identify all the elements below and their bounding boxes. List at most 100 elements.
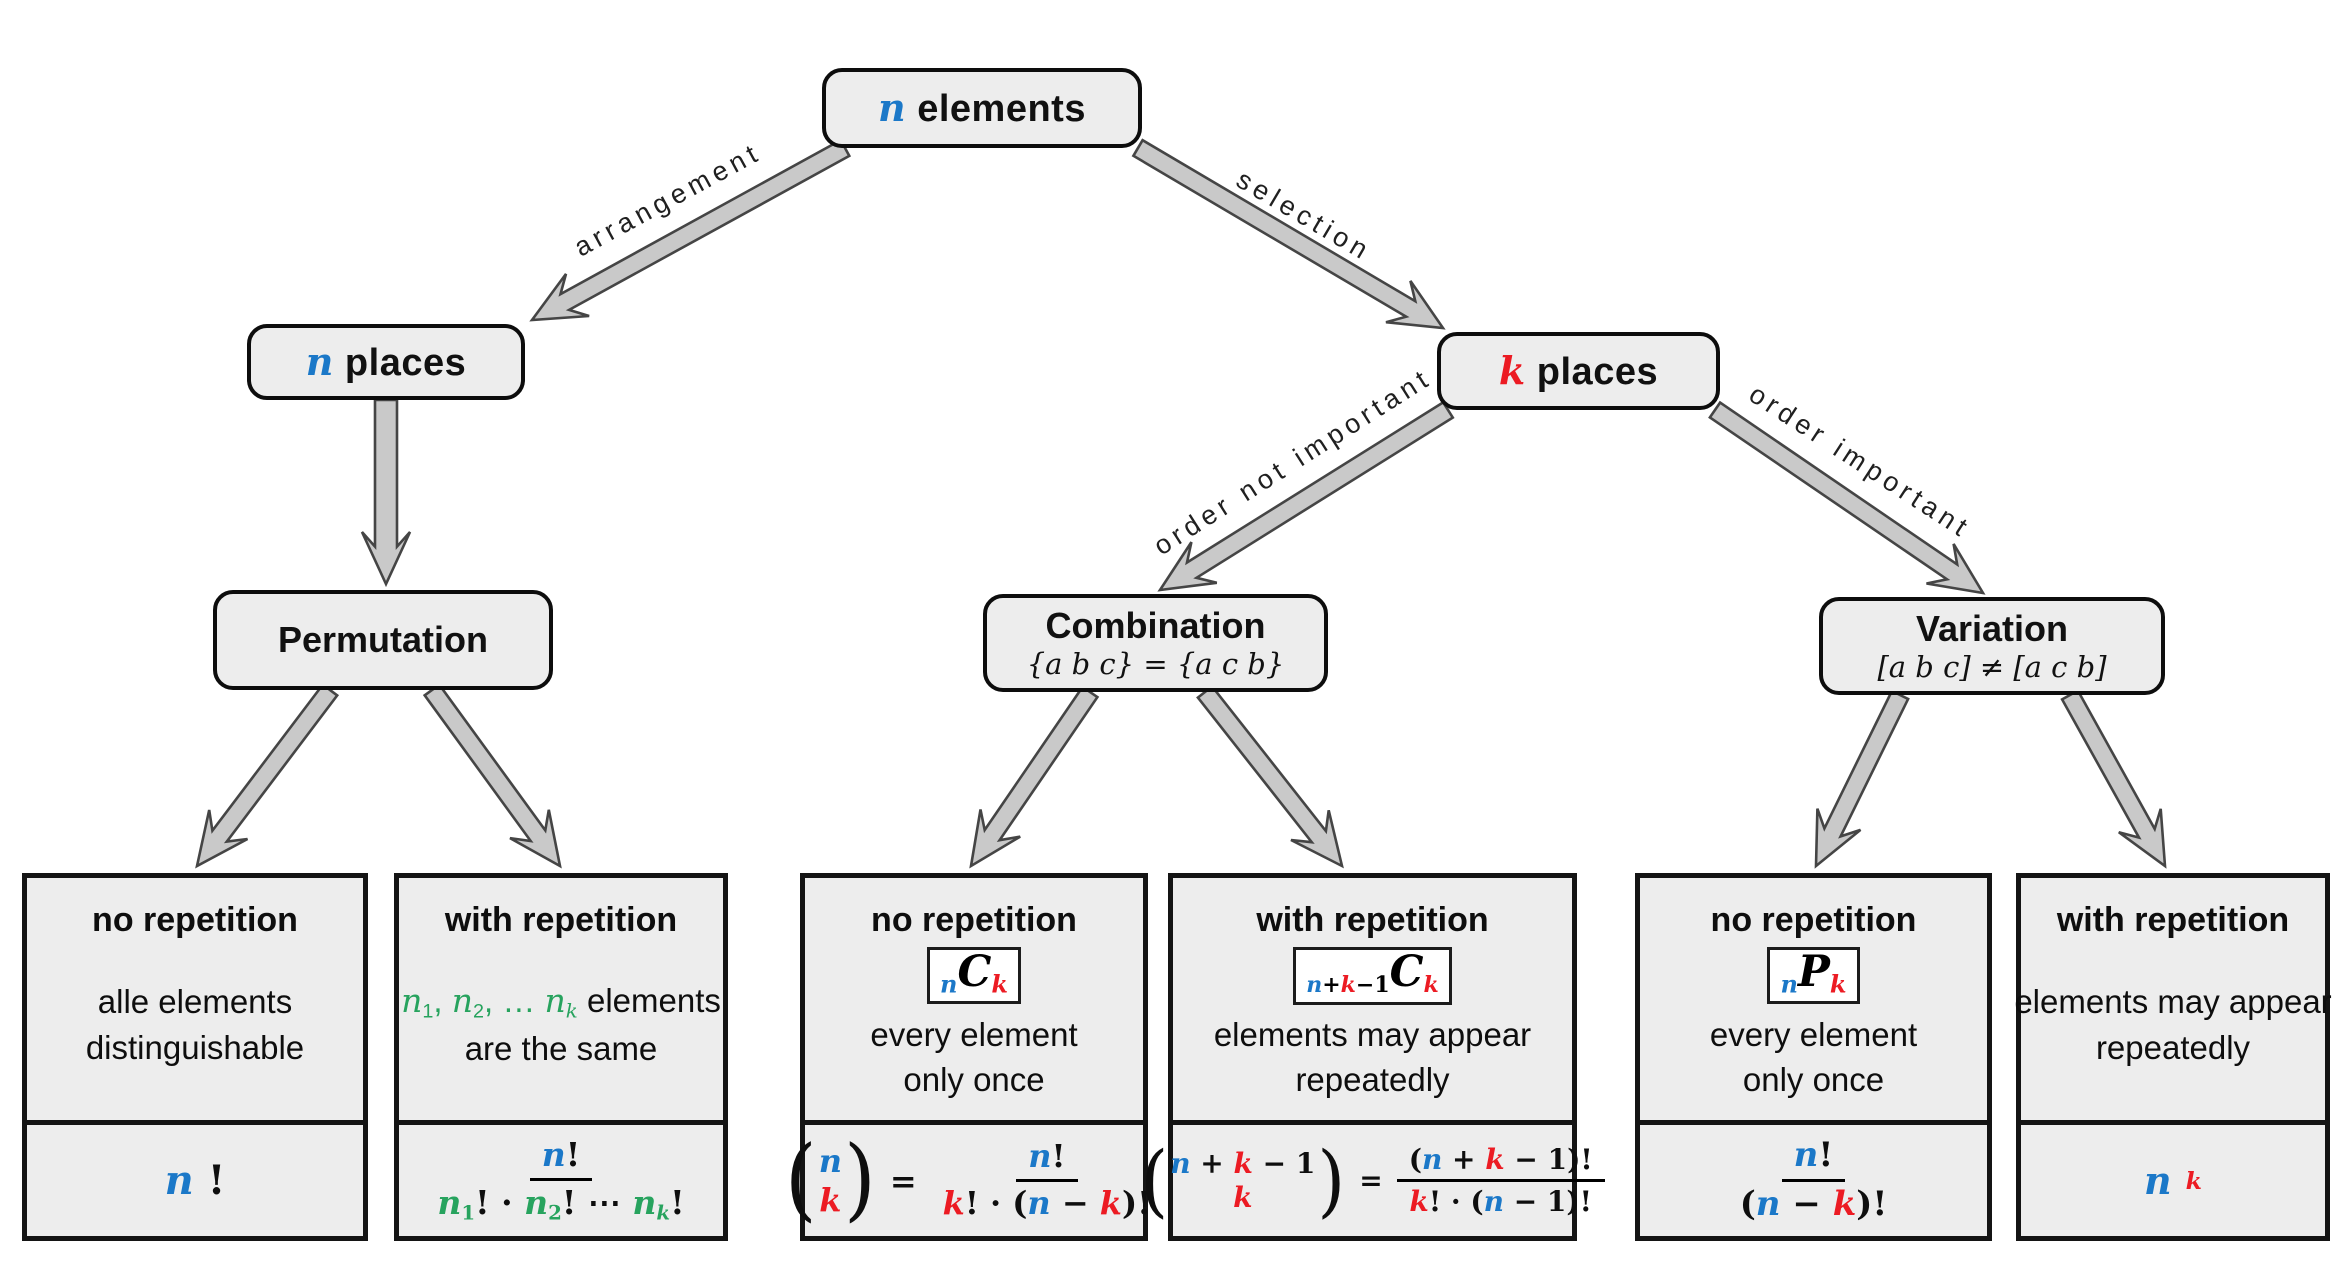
math-token: alle elements [97,983,293,1021]
leaf-var-no-rep-description: every element only once [1710,1004,1917,1120]
math-token: k [1233,1180,1253,1214]
math-token: k [1423,972,1439,999]
leaf-var-no-rep-title: no repetition [1710,901,1917,939]
math-token: elements [577,982,721,1019]
math-token: 2 [473,1000,485,1023]
math-token: k [1409,1185,1429,1218]
math-token: )! [1121,1184,1152,1222]
arrow-permutation-to-no-repetition [195,682,340,869]
math-token: n [541,1135,566,1175]
node-variation: Variation [a b c] ≠ [a c b] [1819,597,2165,695]
math-token: n [1755,1184,1781,1224]
binomial-row: n [819,1142,842,1180]
math-token: 1 [422,1000,434,1023]
math-token: repeatedly [2095,1028,2251,1066]
math-token: distinguishable [85,1028,305,1066]
leaf-var-with-rep-title: with repetition [2056,901,2290,939]
fraction: (n + k − 1)!k! · (n − 1)! [1396,1142,1605,1217]
math-token: ! [670,1182,685,1222]
math-token: ! [207,1157,226,1204]
math-token: n [1170,1146,1191,1180]
math-token: 2 [548,1200,562,1225]
math-token: k [991,970,1008,1000]
node-k-places: k places [1437,332,1720,410]
math-token: k [1485,1142,1505,1176]
math-token: n [632,1182,657,1222]
description-line: n1, n2, … nk elements [401,978,721,1026]
math-token: k [942,1184,965,1222]
math-token: , … [484,982,545,1019]
node-combination-title: Combination [1045,604,1266,646]
fraction-numerator: n! [1781,1135,1846,1182]
math-token: k [1233,1146,1253,1180]
math-token: ! [1818,1135,1834,1176]
paren: ) [843,1127,876,1232]
math-token: every element [1709,1015,1918,1053]
node-n-places: n places [247,324,525,400]
node-n-elements: n elements [822,68,1142,148]
fraction-denominator: k! · (n − 1)! [1397,1182,1604,1216]
description-line: repeatedly [2096,1025,2250,1071]
math-token: n [940,970,958,1000]
fraction-denominator: k! · (n − k)! [931,1182,1164,1221]
arrow-combination-to-no-repetition [969,685,1100,869]
math-token: ! [1051,1137,1066,1176]
description-line: every element [1710,1012,1917,1058]
math-token: − [1780,1184,1833,1224]
symbol-badge-comb-with-rep: n+k−1Ck [1293,947,1452,1005]
math-token: ! · ( [1428,1185,1484,1218]
math-token: n [305,339,334,384]
math-token: n [1780,970,1798,1000]
math-token: places [333,342,467,384]
math-token: − 1 [1252,1146,1316,1180]
math-token: − 1)! [1503,1185,1592,1218]
math-token: n [164,1157,194,1204]
math-token: C [1389,947,1424,998]
math-token: − 1)! [1504,1142,1593,1176]
arrow-order-important [1708,400,1986,595]
fraction: n! k! · (n − k)! [931,1140,1164,1220]
math-token: n [1028,1137,1052,1176]
description-line: only once [903,1057,1044,1103]
arrow-selection [1131,138,1446,330]
leaf-comb-no-rep-title: no repetition [871,901,1077,939]
fraction-denominator: (n − k)! [1728,1182,1900,1223]
node-n-elements-label: n elements [878,85,1086,131]
math-token: k [819,1180,842,1219]
description-line: distinguishable [86,1025,304,1071]
math-token: P [1797,947,1830,998]
math-token: − [1050,1184,1100,1222]
node-variation-subtitle: [a b c] ≠ [a c b] [1877,650,2107,685]
math-token: −1 [1355,972,1390,999]
binomial-row: k [1233,1181,1252,1215]
arrow-permutation-to-with-repetition [422,682,562,869]
symbol-badge-comb-no-rep: nCk [927,947,1021,1005]
math-token: k [1832,1184,1857,1224]
math-token: , [433,982,452,1019]
math-token: every element [870,1015,1078,1053]
node-permutation: Permutation [213,590,553,690]
description-line: every element [870,1012,1077,1058]
math-token: k [2185,1166,2202,1195]
math-token: n [2144,1158,2172,1203]
binomial-row: k [819,1181,841,1219]
math-token: + [1442,1142,1486,1176]
description-line: only once [1743,1057,1884,1103]
math-token: n [401,981,423,1020]
leaf-perm-with-rep-title: with repetition [444,901,678,939]
math-token: k [1340,972,1356,999]
node-combination: Combination {a b c} = {a c b} [983,594,1328,692]
description-line: elements may appear [1214,1012,1531,1058]
leaf-perm-with-rep-formula: n!n1! · n2! ⋯ nk! [399,1125,723,1236]
math-token: ! ⋯ [561,1182,633,1222]
equals-sign: = [889,1161,917,1200]
